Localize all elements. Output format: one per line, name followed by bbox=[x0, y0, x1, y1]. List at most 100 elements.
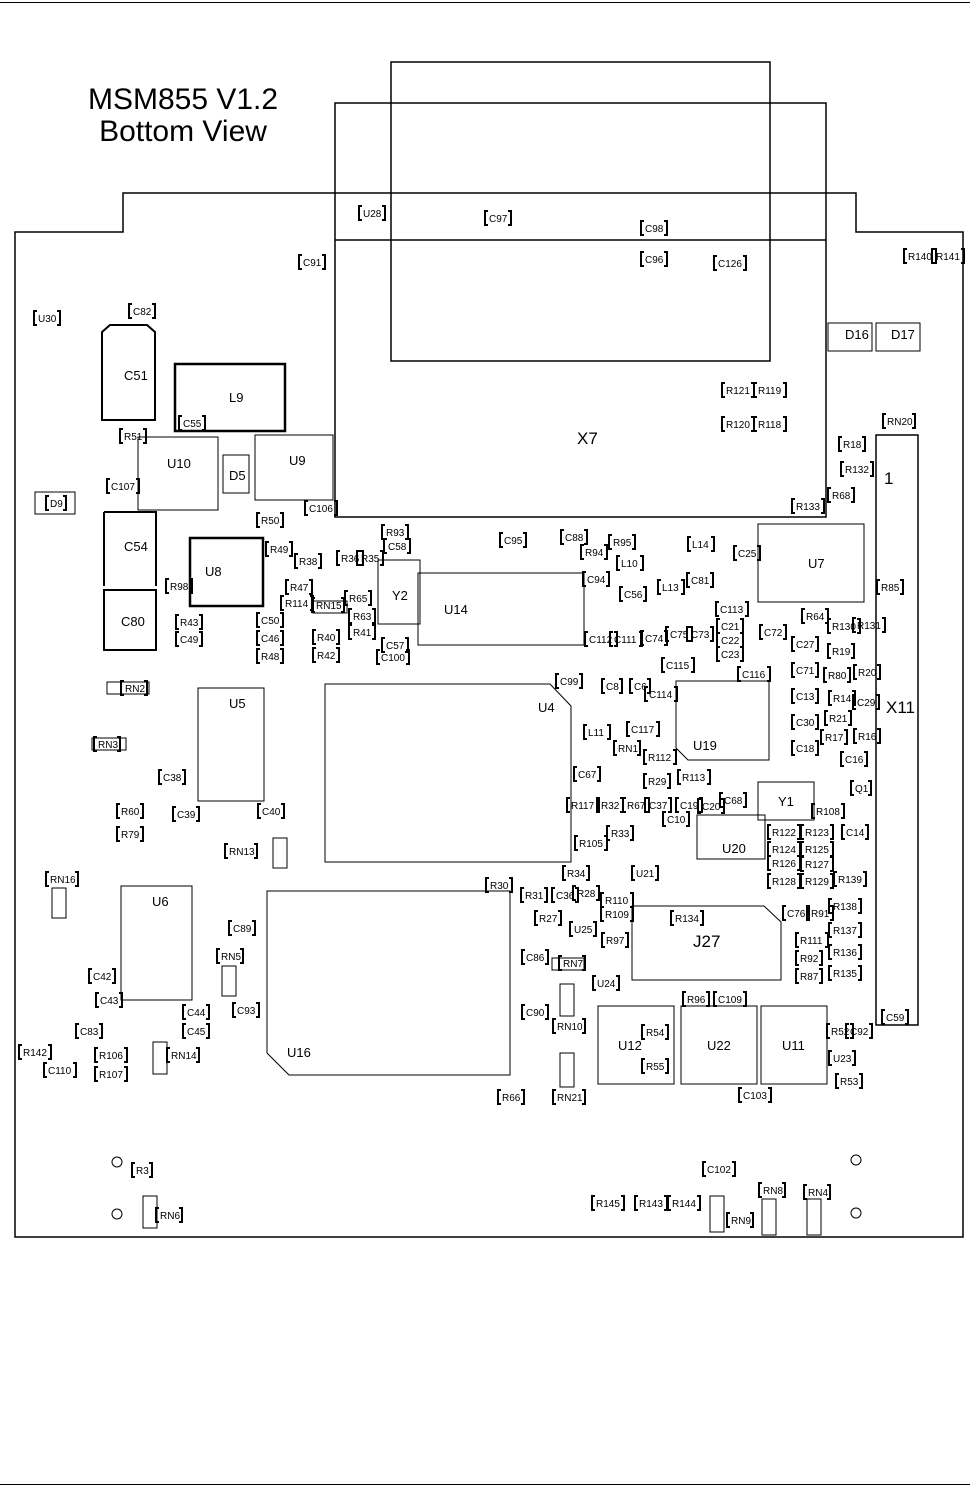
component-label-u24: U24 bbox=[597, 979, 616, 990]
component-pads bbox=[619, 586, 647, 602]
component-pads bbox=[629, 678, 651, 694]
component-pads bbox=[94, 1047, 128, 1063]
component-pads bbox=[828, 922, 862, 938]
rn-package bbox=[559, 1052, 575, 1088]
part-label-c54: C54 bbox=[124, 539, 148, 554]
component-label-u28: U28 bbox=[363, 209, 382, 220]
component-label-c21: C21 bbox=[721, 622, 740, 633]
rn-package bbox=[272, 837, 288, 869]
u5-outline bbox=[197, 687, 265, 802]
component-pads bbox=[131, 1162, 153, 1178]
part-label-d16: D16 bbox=[845, 327, 869, 342]
component-label-r94: R94 bbox=[585, 548, 604, 559]
board-outline bbox=[14, 192, 964, 1238]
component-label-c37: C37 bbox=[649, 801, 668, 812]
component-pads bbox=[719, 792, 747, 808]
component-label-r51: R51 bbox=[124, 432, 143, 443]
component-pads bbox=[616, 555, 644, 571]
mount-hole bbox=[111, 1156, 123, 1168]
component-pads bbox=[759, 624, 787, 640]
component-pads bbox=[641, 1058, 669, 1074]
component-label-r93: R93 bbox=[386, 528, 405, 539]
component-label-c19: C19 bbox=[680, 801, 699, 812]
component-label-r129: R129 bbox=[805, 877, 829, 888]
component-pads bbox=[677, 769, 711, 785]
part-label-u10: U10 bbox=[167, 456, 191, 471]
component-label-r126: R126 bbox=[772, 859, 796, 870]
component-pads bbox=[572, 885, 600, 901]
component-label-r96: R96 bbox=[687, 995, 706, 1006]
component-label-c59: C59 bbox=[886, 1013, 905, 1024]
component-label-c43: C43 bbox=[100, 996, 119, 1007]
component-pads bbox=[795, 932, 829, 948]
component-pads bbox=[116, 826, 144, 842]
component-label-c58: C58 bbox=[388, 542, 407, 553]
title-line-2: Bottom View bbox=[99, 115, 267, 148]
component-pads bbox=[45, 871, 79, 887]
component-label-r139: R139 bbox=[838, 875, 862, 886]
x7-outline-mid bbox=[334, 102, 827, 518]
component-pads bbox=[826, 1023, 854, 1039]
u11-outline bbox=[760, 1005, 828, 1085]
component-label-r49: R49 bbox=[270, 545, 289, 556]
component-label-r128: R128 bbox=[772, 877, 796, 888]
component-label-r16: R16 bbox=[858, 732, 877, 743]
component-label-c57: C57 bbox=[386, 641, 405, 652]
component-pads bbox=[662, 811, 690, 827]
component-label-c72: C72 bbox=[764, 628, 783, 639]
c54-outline bbox=[103, 511, 157, 586]
component-label-l13: L13 bbox=[662, 583, 679, 594]
component-pads bbox=[256, 612, 284, 628]
component-pads bbox=[551, 887, 579, 903]
component-pads bbox=[643, 749, 677, 765]
d5-outline bbox=[222, 454, 250, 494]
component-label-r29: R29 bbox=[648, 777, 667, 788]
component-pads bbox=[823, 667, 851, 683]
u4-outline bbox=[324, 683, 572, 863]
component-pads bbox=[845, 1023, 873, 1039]
component-pads bbox=[601, 678, 623, 694]
component-pads bbox=[95, 992, 123, 1008]
component-pads bbox=[850, 780, 872, 796]
x7-outline-top bbox=[390, 61, 771, 362]
component-label-r52: R52 bbox=[831, 1027, 850, 1038]
component-label-c6: C6 bbox=[634, 682, 647, 693]
component-label-r33: R33 bbox=[611, 829, 630, 840]
component-label-r92: R92 bbox=[800, 954, 819, 965]
component-label-c88: C88 bbox=[565, 533, 584, 544]
component-label-c116: C116 bbox=[742, 670, 766, 681]
component-pads bbox=[753, 382, 787, 398]
component-label-l14: L14 bbox=[692, 540, 709, 551]
component-label-r32: R32 bbox=[601, 801, 620, 812]
component-label-u21: U21 bbox=[636, 869, 655, 880]
component-pads bbox=[94, 1066, 128, 1082]
part-label-u7: U7 bbox=[808, 556, 825, 571]
component-label-r68: R68 bbox=[832, 491, 851, 502]
component-label-r98: R98 bbox=[170, 582, 189, 593]
component-label-r109: R109 bbox=[605, 910, 629, 921]
component-label-rn3: RN3 bbox=[98, 740, 118, 751]
component-label-r17: R17 bbox=[825, 733, 844, 744]
component-label-r63: R63 bbox=[353, 612, 372, 623]
part-label-c51: C51 bbox=[124, 368, 148, 383]
component-pads bbox=[828, 1050, 856, 1066]
component-pads bbox=[584, 631, 618, 647]
component-label-c97: C97 bbox=[489, 214, 508, 225]
component-pads bbox=[555, 673, 583, 689]
component-label-c73: C73 bbox=[691, 630, 710, 641]
component-label-r111: R111 bbox=[800, 936, 823, 947]
component-label-c42: C42 bbox=[93, 972, 112, 983]
component-label-r97: R97 bbox=[606, 936, 625, 947]
component-label-c102: C102 bbox=[707, 1165, 731, 1176]
component-pads bbox=[294, 553, 322, 569]
u8-outline bbox=[188, 536, 265, 608]
component-label-c44: C44 bbox=[187, 1008, 206, 1019]
component-label-rn1: RN1 bbox=[618, 744, 638, 755]
component-label-r127: R127 bbox=[805, 860, 829, 871]
component-pads bbox=[165, 578, 193, 594]
rn-package bbox=[761, 1198, 777, 1236]
component-pads bbox=[265, 541, 293, 557]
component-label-r47: R47 bbox=[290, 583, 309, 594]
top-rule bbox=[0, 2, 970, 3]
